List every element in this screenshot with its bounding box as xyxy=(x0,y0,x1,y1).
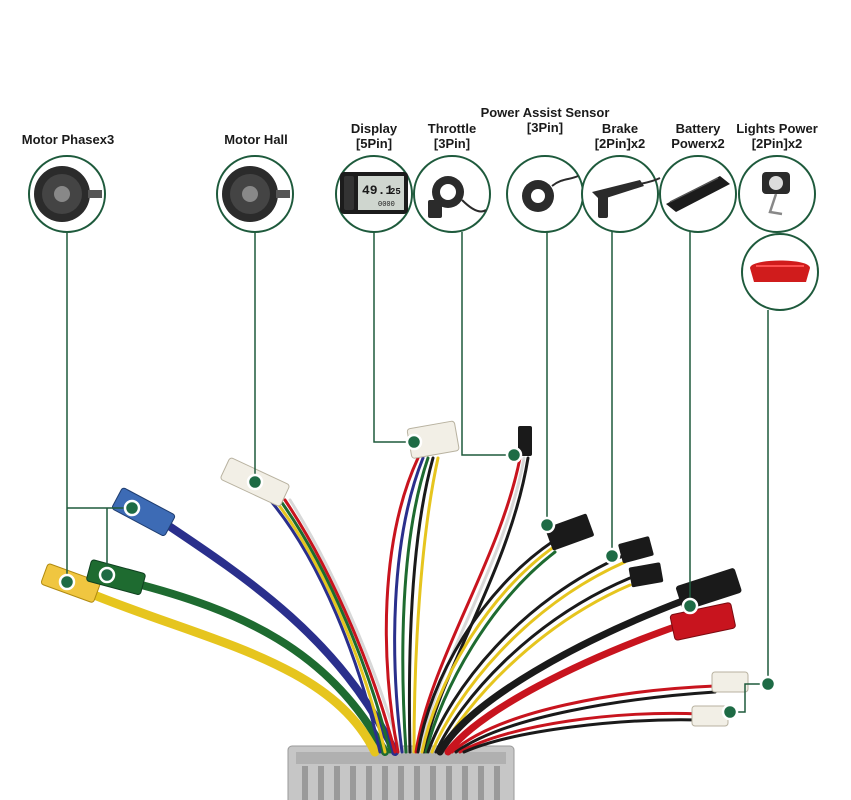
label-battery: Battery Powerx2 xyxy=(671,121,724,151)
connector-dots xyxy=(58,433,777,721)
dot-throttle xyxy=(505,446,523,464)
wire-throttle-1 xyxy=(414,456,522,754)
brake-connector-2 xyxy=(628,562,664,588)
leader-display xyxy=(373,232,414,443)
dot-pas xyxy=(538,516,556,534)
label-pas-pins: [3Pin] xyxy=(526,120,564,135)
wire-display-3 xyxy=(401,456,430,754)
wire-pas-3 xyxy=(424,550,557,754)
wire-hall-2 xyxy=(273,498,387,754)
dot-display xyxy=(405,433,423,451)
label-brake: Brake [2Pin]x2 xyxy=(595,121,646,151)
display-odo-readout: 0000 xyxy=(378,201,395,209)
wire-phase-yellow xyxy=(77,585,380,757)
front-light-icon xyxy=(738,155,816,233)
rear-light-icon xyxy=(741,233,819,311)
dot-phase-green xyxy=(98,566,116,584)
dot-lights-2 xyxy=(721,703,739,721)
throttle-icon xyxy=(413,155,491,233)
wire-pas-2 xyxy=(420,544,557,754)
wire-throttle-3 xyxy=(422,456,530,754)
wire-pas-1 xyxy=(416,538,557,754)
wire-display-4 xyxy=(407,456,435,754)
label-brake-name: Brake xyxy=(601,121,639,136)
label-battery-pins: Powerx2 xyxy=(671,136,725,151)
wire-lights-3 xyxy=(458,711,702,754)
dot-phase-blue xyxy=(123,499,141,517)
phase-connector-blue xyxy=(111,487,176,537)
label-throttle-pins: [3Pin] xyxy=(433,136,471,151)
wire-phase-blue xyxy=(156,516,399,756)
label-display-name: Display xyxy=(350,121,398,136)
wire-phase-green xyxy=(126,578,389,756)
leader-lights xyxy=(730,310,769,713)
wire-battery-red xyxy=(444,621,684,756)
wire-lights-2 xyxy=(454,690,717,754)
dot-lights-1 xyxy=(759,675,777,693)
wire-brake-2 xyxy=(430,560,627,754)
wire-display-5 xyxy=(412,456,440,754)
label-lights-pins: [2Pin]x2 xyxy=(751,136,803,151)
wire-hall-4 xyxy=(283,498,397,754)
controller-box xyxy=(287,745,515,800)
brake-lever-icon xyxy=(581,155,661,233)
wire-hall-3 xyxy=(278,498,392,754)
label-pas: Power Assist Sensor [3Pin] xyxy=(481,105,610,135)
label-throttle-name: Throttle xyxy=(427,121,477,136)
leader-throttle xyxy=(461,232,514,456)
dot-phase-yellow xyxy=(58,573,76,591)
wire-lights-1 xyxy=(450,684,717,754)
battery-icon xyxy=(659,155,737,233)
leader-motor-phase xyxy=(66,232,132,582)
wire-lights-4 xyxy=(462,718,702,754)
label-lights-name: Lights Power xyxy=(736,121,818,136)
label-throttle: Throttle [3Pin] xyxy=(428,121,476,151)
wire-hall-1 xyxy=(268,498,382,754)
display-speed-readout: 49.1 xyxy=(362,183,393,198)
pas-connector xyxy=(545,513,594,551)
label-pas-name: Power Assist Sensor xyxy=(480,105,610,120)
dot-hall xyxy=(246,473,264,491)
motor-hall-hub-icon xyxy=(216,155,294,233)
phase-connector-green xyxy=(86,559,146,595)
wire-display-2 xyxy=(393,456,425,754)
motor-phase-hub-icon xyxy=(28,155,106,233)
label-brake-pins: [2Pin]x2 xyxy=(594,136,646,151)
wire-brake-1 xyxy=(426,553,627,754)
dot-battery xyxy=(681,597,699,615)
label-lights: Lights Power [2Pin]x2 xyxy=(736,121,818,151)
display-unit-icon: 49.1 25 0000 xyxy=(335,155,413,233)
battery-connector-red xyxy=(669,602,736,641)
wire-hall-5 xyxy=(288,498,402,754)
pas-sensor-icon xyxy=(506,155,584,233)
display-unit-readout: 25 xyxy=(390,187,401,197)
label-motor-phase: Motor Phasex3 xyxy=(21,132,115,147)
throttle-connector xyxy=(518,426,532,456)
label-battery-name: Battery xyxy=(675,121,721,136)
wire-display-1 xyxy=(384,456,420,754)
wire-battery-black xyxy=(436,596,689,756)
lights-connector-1 xyxy=(711,671,749,693)
wire-throttle-2 xyxy=(418,456,526,754)
label-motor-hall: Motor Hall xyxy=(224,132,288,147)
label-display: Display [5Pin] xyxy=(351,121,397,151)
leader-lines xyxy=(66,232,769,713)
wire-brake-3 xyxy=(434,576,632,754)
wire-harness xyxy=(77,456,717,757)
brake-connector-1 xyxy=(618,536,654,564)
dot-brake xyxy=(603,547,621,565)
label-display-pins: [5Pin] xyxy=(355,136,393,151)
component-icons: 49.1 25 0000 xyxy=(28,155,819,311)
